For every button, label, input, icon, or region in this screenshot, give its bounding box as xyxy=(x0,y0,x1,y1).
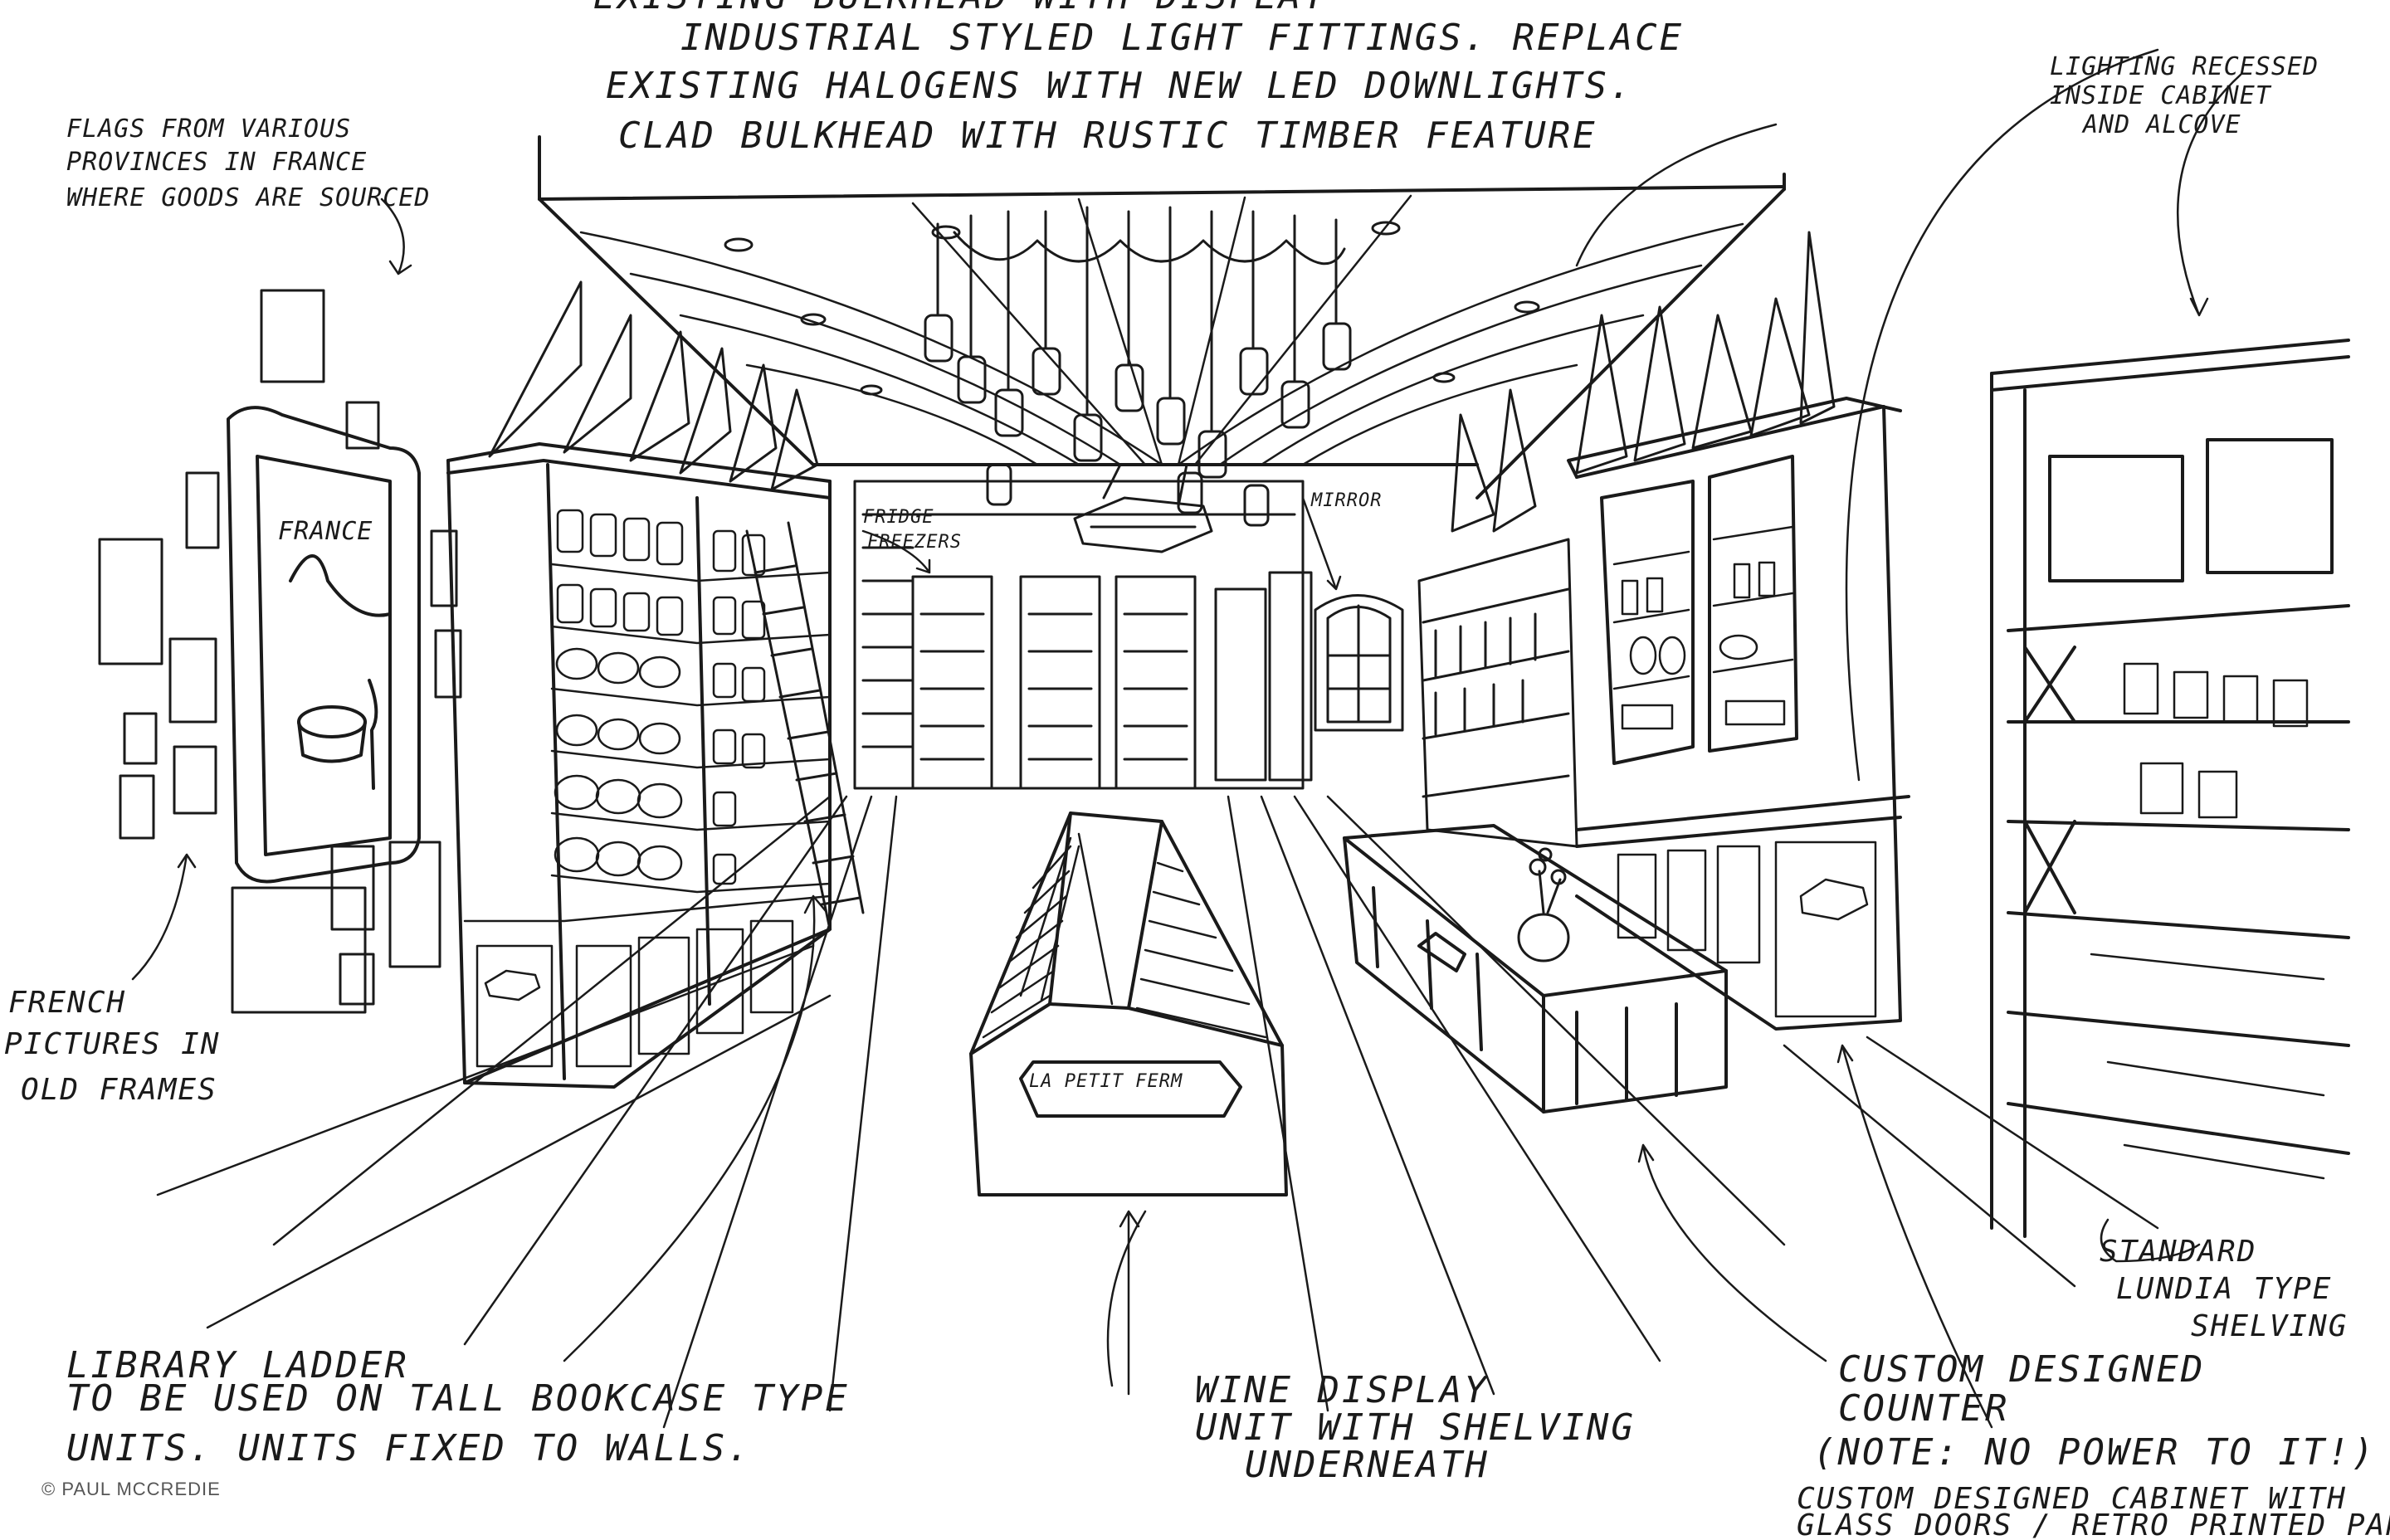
lundia-shelving xyxy=(1990,339,2350,1238)
small-wall-frames xyxy=(98,289,462,1014)
shelving-note-line-2: LUNDIA TYPE xyxy=(2116,1272,2332,1306)
cabinet-note-line-2: GLASS DOORS / RETRO PRINTED PANE xyxy=(1797,1508,2390,1540)
left-flags xyxy=(488,280,819,491)
pendant-light-cluster xyxy=(924,206,1352,527)
flags-note: FLAGS FROM VARIOUS PROVINCES IN FRANCE W… xyxy=(66,115,430,212)
ladder-note-line-3: UNITS. UNITS FIXED TO WALLS. xyxy=(66,1427,752,1469)
counter-note-line-1: CUSTOM DESIGNED xyxy=(1838,1348,2205,1391)
right-cabinet-base xyxy=(1617,841,1877,1018)
flags-note-line-2: PROVINCES IN FRANCE xyxy=(66,148,367,177)
back-doorway xyxy=(1214,571,1313,782)
lighting-recessed-note: LIGHTING RECESSED INSIDE CABINET AND ALC… xyxy=(2050,52,2319,139)
wine-note-line-2: UNIT WITH SHELVING xyxy=(1195,1406,1636,1449)
recessed-downlights xyxy=(724,221,1540,396)
left-bookcase-jars xyxy=(554,509,766,885)
wine-display-racks xyxy=(982,832,1267,1039)
library-ladder xyxy=(745,521,865,931)
cabinet-note-line-1: CUSTOM DESIGNED CABINET WITH xyxy=(1797,1482,2347,1516)
right-glass-cabinet xyxy=(1567,397,1910,1031)
wine-display-unit xyxy=(969,811,1288,1196)
lighting-note-line-3: AND ALCOVE xyxy=(2081,110,2241,139)
cabinet-note: CUSTOM DESIGNED CABINET WITH GLASS DOORS… xyxy=(1797,1482,2390,1540)
pictures-note-line-2: PICTURES IN xyxy=(4,1027,220,1061)
lighting-note-line-2: INSIDE CABINET xyxy=(2050,81,2272,110)
shelving-note-line-3: SHELVING xyxy=(2191,1309,2348,1343)
right-flags xyxy=(1451,231,1836,533)
lighting-note-line-1: LIGHTING RECESSED xyxy=(2050,52,2319,81)
hanging-sign xyxy=(1073,463,1213,553)
fridge-note-line-2: FREEZERS xyxy=(867,532,962,553)
wine-display-note: WINE DISPLAY UNIT WITH SHELVING UNDERNEA… xyxy=(1195,1369,1636,1486)
pictures-note: FRENCH PICTURES IN OLD FRAMES xyxy=(4,986,220,1107)
counter-note-line-3: (NOTE: NO POWER TO IT!) xyxy=(1813,1431,2376,1474)
fridge-note-line-1: FRIDGE xyxy=(863,507,934,528)
pictures-note-line-3: OLD FRAMES xyxy=(21,1073,217,1107)
shelving-note: STANDARD LUNDIA TYPE SHELVING xyxy=(2100,1235,2348,1343)
left-bookcase-base-cabinets xyxy=(476,919,794,1068)
counter-note-line-2: COUNTER xyxy=(1838,1387,2009,1430)
wall-mirror xyxy=(1314,594,1404,732)
top-note-line-3: EXISTING HALOGENS WITH NEW LED DOWNLIGHT… xyxy=(606,65,1634,107)
counter-note: CUSTOM DESIGNED COUNTER (NOTE: NO POWER … xyxy=(1813,1348,2376,1474)
left-bookcase-shelves xyxy=(463,563,832,923)
fridge-freezers xyxy=(911,575,1197,790)
top-note-line-4: CLAD BULKHEAD WITH RUSTIC TIMBER FEATURE xyxy=(618,115,1597,157)
ceiling-timber-planks xyxy=(579,194,1744,466)
top-note-line-2: INDUSTRIAL STYLED LIGHT FITTINGS. REPLAC… xyxy=(680,17,1684,59)
ladder-note-line-2: TO BE USED ON TALL BOOKCASE TYPE xyxy=(66,1377,850,1420)
right-cabinet-contents xyxy=(1612,525,1794,730)
france-frame-text: FRANCE xyxy=(278,517,373,546)
timber-floorboards xyxy=(156,795,2159,1429)
wine-unit-sign: LA PETIT FERM xyxy=(1029,1071,1183,1092)
large-france-frame xyxy=(227,406,421,884)
left-bookcase xyxy=(446,442,832,1089)
flower-vase xyxy=(1517,847,1570,962)
shelving-note-line-1: STANDARD xyxy=(2100,1235,2256,1269)
wine-note-line-1: WINE DISPLAY xyxy=(1195,1369,1489,1411)
right-wall-shelving xyxy=(1417,538,1578,848)
mirror-note: MIRROR xyxy=(1310,490,1382,511)
wine-note-line-3: UNDERNEATH xyxy=(1245,1444,1490,1486)
flags-note-line-3: WHERE GOODS ARE SOURCED xyxy=(66,183,430,212)
flags-note-line-1: FLAGS FROM VARIOUS xyxy=(66,115,351,144)
top-note-line-1: EXISTING BULKHEAD WITH DISPLAY xyxy=(593,0,1328,17)
annotation-leader-lines xyxy=(131,48,2242,1429)
top-lighting-note: EXISTING BULKHEAD WITH DISPLAY INDUSTRIA… xyxy=(593,0,1684,157)
ladder-note: LIBRARY LADDER TO BE USED ON TALL BOOKCA… xyxy=(66,1344,850,1469)
pictures-note-line-1: FRENCH xyxy=(8,986,126,1020)
copyright-credit: © PAUL MCCREDIE xyxy=(41,1479,221,1499)
ladder-note-line-1: LIBRARY LADDER xyxy=(66,1344,409,1386)
lundia-shelf-items xyxy=(2090,662,2325,1180)
